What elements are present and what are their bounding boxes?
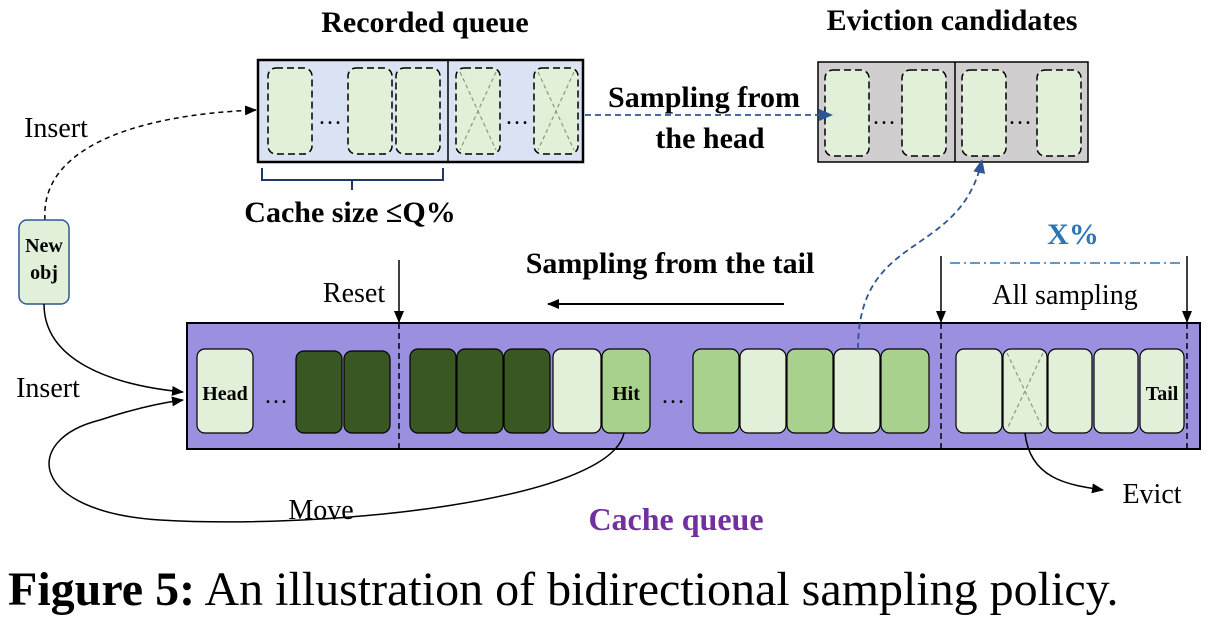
head-cell (196, 348, 254, 434)
cache-queue-ellipsis: … (264, 383, 288, 409)
cache-queue-ellipsis: … (661, 383, 685, 409)
insert-to-head-arrow (43, 303, 184, 396)
figure-number: Figure 5: (8, 563, 196, 616)
recorded-queue-slot (267, 67, 313, 155)
x-percent-label: X% (1047, 218, 1099, 251)
move-label: Move (288, 495, 353, 526)
eviction-candidates-title: Eviction candidates (827, 4, 1078, 37)
cache-cell-dark (503, 348, 551, 434)
eviction-candidate-slot (1036, 69, 1082, 157)
sampling-head-label-line1: Sampling from (608, 81, 800, 114)
evicted-cell (1002, 348, 1048, 434)
new-obj-label-line2: obj (30, 262, 58, 284)
cache-cell-light (833, 348, 881, 434)
cache-cell-light (955, 348, 1003, 434)
insert-bottom-label: Insert (16, 373, 80, 404)
eviction-candidate-slot (901, 69, 947, 157)
eviction-candidate-slot (824, 69, 870, 157)
eviction-candidates-ellipsis: … (872, 104, 896, 130)
recorded-queue-slot (395, 67, 441, 155)
cache-cell-mid (880, 348, 930, 434)
figure-caption: Figure 5: An illustration of bidirection… (8, 566, 1218, 614)
tail-cell (1139, 348, 1185, 434)
tail-cell-label: Tail (1146, 383, 1179, 405)
cache-cell-dark (295, 350, 343, 434)
recorded-queue-slot (347, 67, 393, 155)
cache-cell-dark (456, 348, 504, 434)
cache-cell-light (552, 348, 602, 434)
insert-to-recorded-arrow (44, 105, 257, 221)
sampling-to-candidates-arrow (857, 159, 986, 350)
cache-cell-dark (343, 350, 391, 434)
eviction-candidates-ellipsis: … (1008, 104, 1032, 130)
hit-cell (601, 348, 651, 434)
recorded-queue-evicted-slot (455, 67, 501, 155)
cache-queue-label: Cache queue (588, 501, 763, 537)
evict-arrow (1024, 432, 1104, 494)
all-sampling-label: All sampling (992, 280, 1137, 311)
new-obj-label-line1: New (25, 235, 63, 257)
figure-caption-text: An illustration of bidirectional samplin… (204, 563, 1119, 616)
cache-cell-mid (786, 348, 834, 434)
sampling-tail-label: Sampling from the tail (526, 247, 815, 280)
cache-size-label: Cache size ≤Q% (244, 196, 455, 229)
recorded-queue-evicted-slot (533, 67, 579, 155)
recorded-queue-title: Recorded queue (321, 6, 528, 39)
cache-cell-light (1047, 348, 1093, 434)
recorded-queue-ellipsis: … (318, 104, 342, 130)
reset-label: Reset (323, 278, 385, 309)
sampling-head-label-line2: the head (655, 122, 764, 155)
cache-size-brace (261, 168, 444, 190)
head-cell-label: Head (202, 383, 248, 405)
hit-cell-label: Hit (612, 383, 640, 405)
eviction-candidate-slot (961, 69, 1007, 157)
cache-cell-light (739, 348, 787, 434)
evict-label: Evict (1122, 479, 1181, 510)
insert-top-label: Insert (24, 113, 88, 144)
cache-cell-light (1093, 348, 1139, 434)
cache-cell-mid (692, 348, 740, 434)
diagram-canvas: Recorded queue … … Cache size ≤Q% Evicti… (16, 4, 1201, 537)
cache-cell-dark (409, 348, 457, 434)
move-arrow (48, 396, 625, 523)
recorded-queue-ellipsis: … (505, 104, 529, 130)
